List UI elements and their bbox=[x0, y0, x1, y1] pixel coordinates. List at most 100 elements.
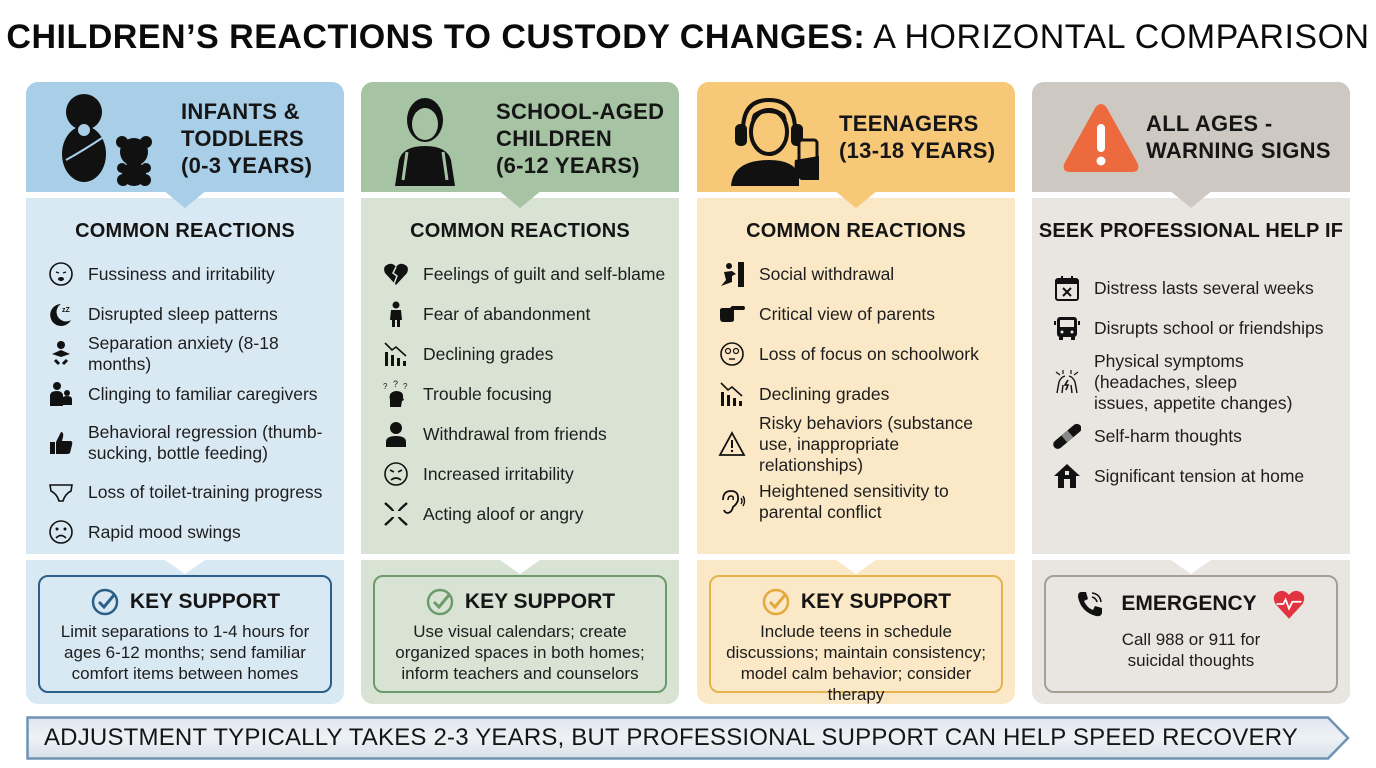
support-text: Include teens in schedule discussions; m… bbox=[726, 622, 986, 704]
pointing-hand-icon bbox=[715, 299, 749, 329]
support-text: Use visual calendars; create organized s… bbox=[395, 622, 645, 683]
anger-symbol-icon bbox=[379, 499, 413, 529]
emergency-title: EMERGENCY bbox=[1121, 592, 1257, 615]
heart-pulse-icon bbox=[1273, 590, 1304, 619]
list-item: Distress lasts several weeks bbox=[1050, 268, 1340, 308]
reactions-list: Fussiness and irritability zZ Disrupted … bbox=[44, 254, 334, 552]
parent-hugging-child-icon bbox=[44, 379, 78, 409]
list-item: Increased irritability bbox=[379, 454, 669, 494]
list-item: Acting aloof or angry bbox=[379, 494, 669, 534]
section-title: COMMON REACTIONS bbox=[410, 220, 630, 242]
key-support-box: KEY SUPPORT Use visual calendars; create… bbox=[373, 575, 667, 693]
support-title: KEY SUPPORT bbox=[464, 590, 616, 613]
banner-text: ADJUSTMENT TYPICALLY TAKES 2-3 YEARS, BU… bbox=[43, 724, 1299, 751]
angry-face-icon bbox=[379, 459, 413, 489]
list-item: Clinging to familiar caregivers bbox=[44, 374, 334, 414]
body-pain-icon bbox=[1050, 367, 1084, 397]
calendar-x-icon bbox=[1050, 273, 1084, 303]
eye-roll-face-icon bbox=[715, 339, 749, 369]
list-item: Separation anxiety (8-18 months) bbox=[44, 333, 334, 374]
emergency-box: EMERGENCY Call 988 or 911 for suicidal t… bbox=[1044, 575, 1338, 693]
column-infants-toddlers: INFANTS & TODDLERS (0-3 YEARS) COMMON RE… bbox=[26, 82, 344, 704]
title-light: A HORIZONTAL COMPARISON bbox=[865, 18, 1370, 56]
list-item: Significant tension at home bbox=[1050, 456, 1340, 496]
house-icon bbox=[1050, 461, 1084, 491]
declining-chart-icon bbox=[715, 379, 749, 409]
column-school-aged: SCHOOL-AGED CHILDREN (6-12 YEARS) COMMON… bbox=[361, 82, 679, 704]
list-item: Rapid mood swings bbox=[44, 512, 334, 552]
column-teenagers: TEENAGERS (13-18 YEARS) COMMON REACTIONS… bbox=[697, 82, 1015, 704]
thumbs-up-icon bbox=[44, 428, 78, 458]
emergency-text: Call 988 or 911 for suicidal thoughts bbox=[1121, 630, 1261, 670]
column-header: INFANTS & TODDLERS (0-3 YEARS) bbox=[26, 82, 344, 192]
list-item: Heightened sensitivity to parental confl… bbox=[715, 474, 1005, 530]
ear-listening-icon bbox=[715, 487, 749, 517]
warning-signs-list: Distress lasts several weeks Disrupts sc… bbox=[1050, 268, 1340, 496]
list-item: Critical view of parents bbox=[715, 294, 1005, 334]
list-item: Withdrawal from friends bbox=[379, 414, 669, 454]
bandage-icon bbox=[1050, 421, 1084, 451]
list-item: Fear of abandonment bbox=[379, 294, 669, 334]
list-item: Risky behaviors (substance use, inapprop… bbox=[715, 413, 1005, 475]
support-title: KEY SUPPORT bbox=[800, 590, 952, 613]
section-title: COMMON REACTIONS bbox=[75, 220, 295, 242]
child-with-backpack-icon bbox=[385, 90, 535, 186]
list-item: Declining grades bbox=[379, 334, 669, 374]
warning-triangle-icon bbox=[715, 429, 749, 459]
phone-icon bbox=[1078, 592, 1103, 617]
check-circle-icon bbox=[426, 588, 454, 616]
school-bus-icon bbox=[1050, 313, 1084, 343]
column-header: TEENAGERS (13-18 YEARS) bbox=[697, 82, 1015, 192]
list-item: Behavioral regression (thumb-sucking, bo… bbox=[44, 414, 334, 472]
child-hugging-self-icon bbox=[379, 299, 413, 329]
list-item: Social withdrawal bbox=[715, 254, 1005, 294]
key-support-box: KEY SUPPORT Include teens in schedule di… bbox=[709, 575, 1003, 704]
list-item: zZ Disrupted sleep patterns bbox=[44, 294, 334, 334]
svg-text:zZ: zZ bbox=[62, 307, 71, 314]
reactions-list: Feelings of guilt and self-blame Fear of… bbox=[379, 254, 669, 534]
column-title: SCHOOL-AGED CHILDREN (6-12 YEARS) bbox=[496, 99, 665, 178]
list-item: Feelings of guilt and self-blame bbox=[379, 254, 669, 294]
list-item: Disrupts school or friendships bbox=[1050, 308, 1340, 348]
reactions-list: Social withdrawal Critical view of paren… bbox=[715, 254, 1005, 530]
key-support-box: KEY SUPPORT Limit separations to 1-4 hou… bbox=[38, 575, 332, 693]
page-title: CHILDREN’S REACTIONS TO CUSTODY CHANGES:… bbox=[0, 18, 1376, 57]
sad-face-icon bbox=[44, 517, 78, 547]
list-item: Fussiness and irritability bbox=[44, 254, 334, 294]
list-item: Loss of toilet-training progress bbox=[44, 472, 334, 512]
baby-figure-icon bbox=[44, 339, 78, 369]
bottom-banner: ADJUSTMENT TYPICALLY TAKES 2-3 YEARS, BU… bbox=[26, 716, 1350, 760]
list-item: Loss of focus on schoolwork bbox=[715, 334, 1005, 374]
check-circle-icon bbox=[762, 588, 790, 616]
teen-with-headphones-and-phone-icon bbox=[721, 90, 871, 186]
column-warning-signs: ALL AGES - WARNING SIGNS SEEK PROFESSION… bbox=[1032, 82, 1350, 704]
baby-and-teddy-bear-icon bbox=[50, 90, 200, 186]
list-item: Declining grades bbox=[715, 374, 1005, 414]
svg-text:?: ? bbox=[393, 380, 398, 389]
broken-heart-icon bbox=[379, 259, 413, 289]
svg-text:?: ? bbox=[403, 382, 408, 391]
title-bold: CHILDREN’S REACTIONS TO CUSTODY CHANGES: bbox=[6, 18, 866, 56]
alert-triangle-icon bbox=[1056, 90, 1206, 186]
declining-chart-icon bbox=[379, 339, 413, 369]
check-circle-icon bbox=[91, 588, 119, 616]
support-text: Limit separations to 1-4 hours for ages … bbox=[60, 622, 310, 683]
section-title: SEEK PROFESSIONAL HELP IF bbox=[1038, 220, 1344, 242]
crying-baby-icon bbox=[44, 259, 78, 289]
section-title: COMMON REACTIONS bbox=[746, 220, 966, 242]
column-title: ALL AGES - WARNING SIGNS bbox=[1146, 111, 1331, 163]
column-title: TEENAGERS (13-18 YEARS) bbox=[839, 111, 996, 163]
list-item: Self-harm thoughts bbox=[1050, 416, 1340, 456]
svg-text:?: ? bbox=[383, 382, 388, 391]
column-title: INFANTS & TODDLERS (0-3 YEARS) bbox=[181, 99, 313, 178]
support-title: KEY SUPPORT bbox=[129, 590, 281, 613]
column-header: ALL AGES - WARNING SIGNS bbox=[1032, 82, 1350, 192]
moon-sleep-icon: zZ bbox=[44, 299, 78, 329]
diaper-icon bbox=[44, 477, 78, 507]
list-item: Physical symptoms (headaches, sleep issu… bbox=[1050, 348, 1340, 416]
list-item: ??? Trouble focusing bbox=[379, 374, 669, 414]
sad-person-icon bbox=[379, 419, 413, 449]
confused-head-icon: ??? bbox=[379, 379, 413, 409]
person-at-door-icon bbox=[715, 259, 749, 289]
column-header: SCHOOL-AGED CHILDREN (6-12 YEARS) bbox=[361, 82, 679, 192]
